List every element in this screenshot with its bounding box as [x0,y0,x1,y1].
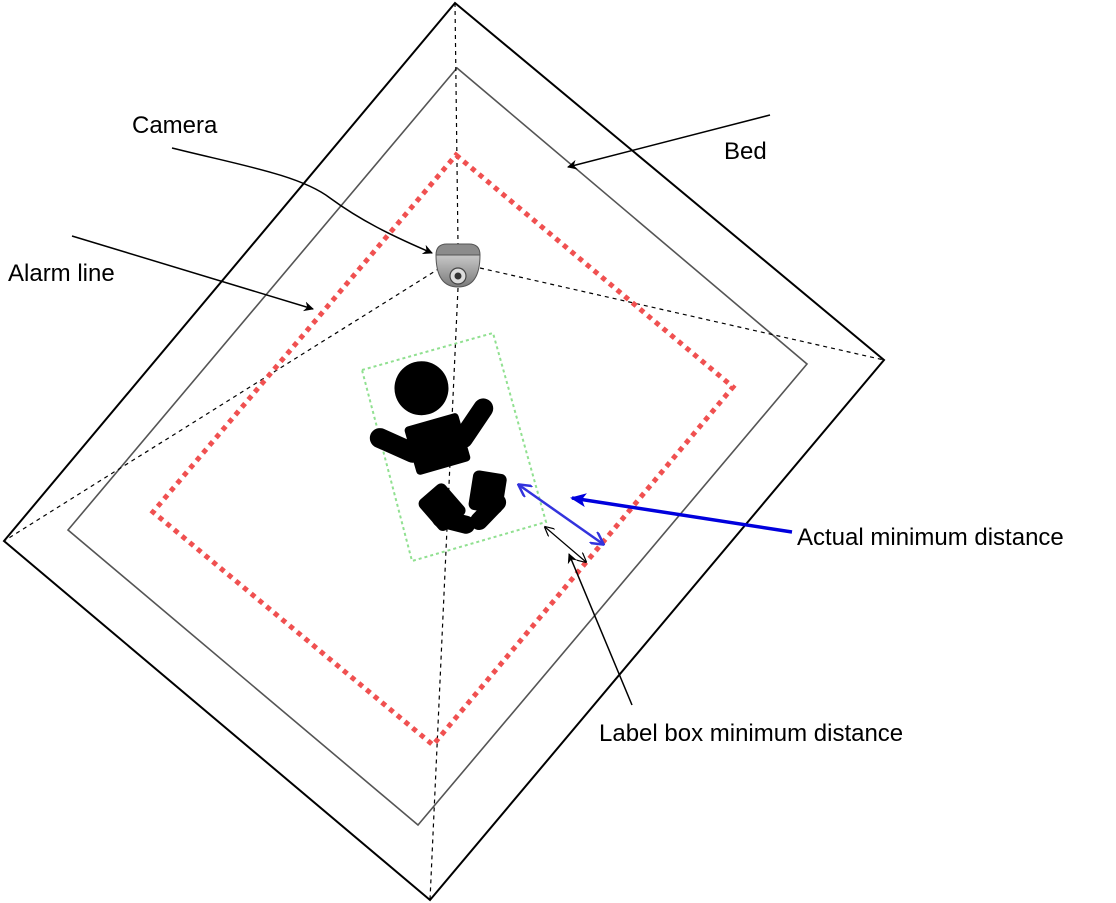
label-box-minimum-distance-callout-arrow [567,553,633,706]
bed-label: Bed [724,138,767,165]
dome-camera-icon [435,243,481,288]
alarm-line [149,151,737,749]
actual-minimum-distance-arrow [519,485,603,544]
label-box-minimum-distance-arrow [545,527,586,562]
label-box-minimum-distance-label: Label box minimum distance [599,720,903,747]
alarm-line-callout-arrow [71,235,314,312]
camera-label: Camera [132,112,218,139]
bed-outer-outline [2,1,886,902]
camera-callout-arrow [171,147,433,255]
bed-callout-arrow [567,114,771,170]
bed-inner-outline [66,66,809,827]
actual-minimum-distance-callout-arrow [570,493,793,534]
actual-minimum-distance-label: Actual minimum distance [797,524,1064,551]
camera-view-lines [3,2,885,901]
alarm-line-label: Alarm line [8,260,115,287]
baby-icon [369,361,507,534]
